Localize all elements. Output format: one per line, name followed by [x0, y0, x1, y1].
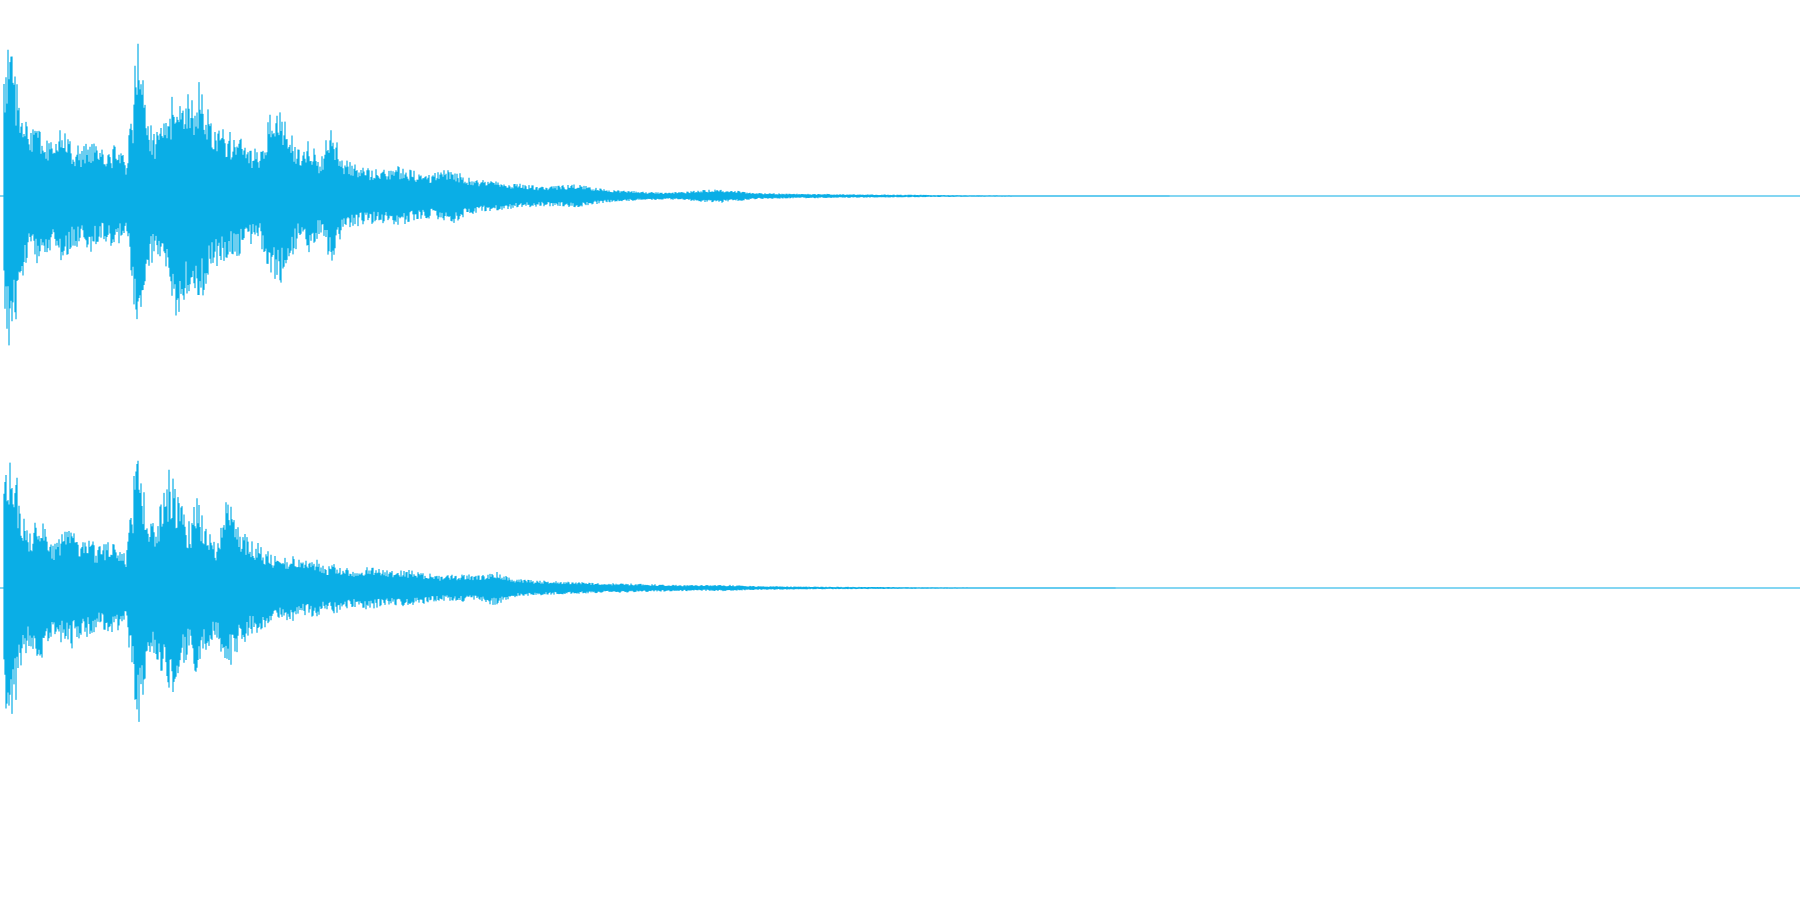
waveform-channel-1-plot [0, 43, 1800, 346]
waveform-signal [3, 460, 1116, 722]
waveform-signal [3, 43, 1170, 346]
waveform-channel-1 [0, 43, 1800, 346]
waveform-channel-2-plot [0, 460, 1800, 722]
waveform-channel-2 [0, 450, 1800, 900]
